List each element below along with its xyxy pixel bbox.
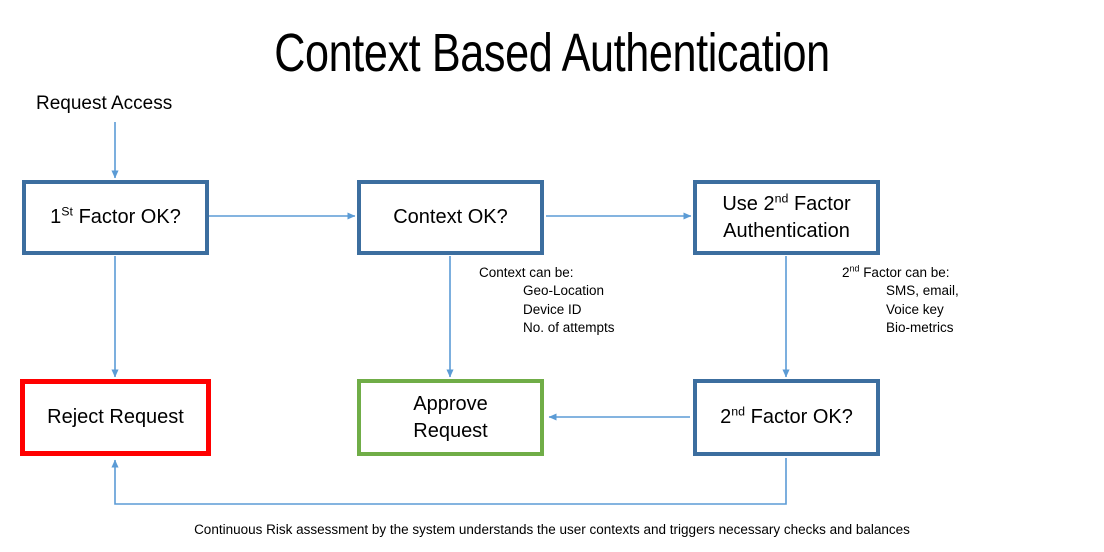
note-second-factor-heading: 2nd Factor can be: [842, 263, 950, 280]
entry-label-request-access: Request Access [36, 93, 173, 114]
note-second-factor: 2nd Factor can be: SMS, email, Voice key… [842, 264, 959, 337]
node-context-ok[interactable]: Context OK? [357, 180, 544, 255]
note-context: Context can be: Geo-Location Device ID N… [479, 264, 615, 337]
node-second-factor-ok-label: 2nd Factor OK? [720, 404, 853, 429]
note-context-item-1: Device ID [523, 301, 582, 317]
note-context-item-0: Geo-Location [523, 283, 605, 299]
node-reject-request-label: Reject Request [47, 406, 184, 429]
note-context-heading: Context can be: [479, 265, 574, 280]
note-context-item-2: No. of attempts [523, 320, 615, 336]
node-second-factor-ok[interactable]: 2nd Factor OK? [693, 379, 880, 456]
connector-second-factor-ok-to-reject-feedback [111, 458, 787, 505]
note-second-factor-item-2: Bio-metrics [886, 320, 954, 336]
note-second-factor-item-0: SMS, email, [886, 283, 959, 299]
node-reject-request[interactable]: Reject Request [20, 379, 211, 456]
node-context-ok-label: Context OK? [393, 206, 508, 229]
node-first-factor-label: 1St Factor OK? [50, 204, 181, 229]
note-second-factor-item-1: Voice key [886, 301, 944, 317]
diagram-caption: Continuous Risk assessment by the system… [194, 522, 910, 537]
page-title: Context Based Authentication [274, 23, 830, 83]
node-first-factor[interactable]: 1St Factor OK? [22, 180, 209, 255]
